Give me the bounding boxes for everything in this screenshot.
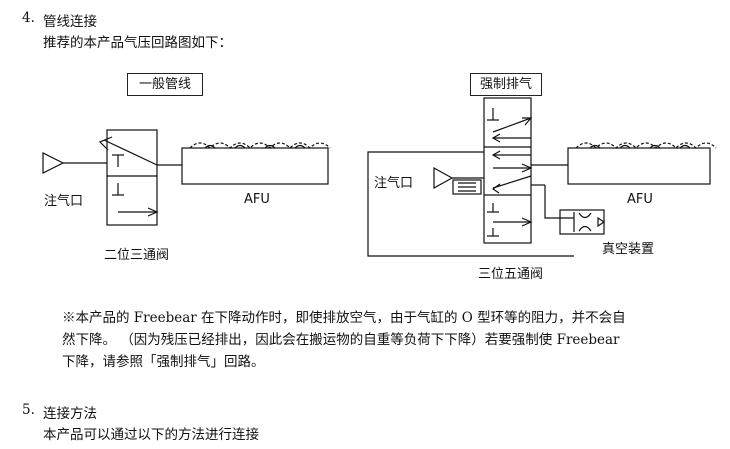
right-inlet-label: 注气口 bbox=[374, 176, 414, 191]
section-5-title: 连接方法 bbox=[43, 406, 97, 422]
vacuum-device-label: 真空装置 bbox=[602, 242, 655, 257]
forced-exhaust-label: 强制排气 bbox=[470, 73, 542, 96]
right-afu-label: AFU bbox=[627, 192, 653, 207]
general-piping-label: 一般管线 bbox=[127, 73, 203, 96]
section-4-title: 管线连接 bbox=[43, 14, 97, 30]
right-afu-body bbox=[567, 147, 711, 185]
section-4-number: 4. bbox=[22, 10, 35, 26]
left-afu-label: AFU bbox=[244, 192, 270, 207]
right-valve-body bbox=[483, 97, 532, 244]
right-valve-label: 三位五通阀 bbox=[478, 267, 544, 282]
note-line-2: 然下降。 （因为残压已经排出，因此会在搬运物的自重等负荷下下降）若要强制使 Fr… bbox=[62, 332, 620, 348]
note-line-1: ※本产品的 Freebear 在下降动作时，即使排放空气，由于气缸的 O 型环等… bbox=[62, 310, 626, 326]
left-valve-body bbox=[106, 129, 158, 226]
section-5-subtitle: 本产品可以通过以下的方法进行连接 bbox=[43, 427, 259, 443]
section-5-number: 5. bbox=[22, 402, 35, 418]
note-line-3: 下降，请参照「强制排气」回路。 bbox=[62, 354, 265, 370]
section-4-subtitle: 推荐的本产品气压回路图如下： bbox=[43, 35, 232, 51]
right-inlet-symbol bbox=[433, 166, 454, 190]
left-inlet-symbol bbox=[42, 152, 65, 174]
left-valve-label: 二位三通阀 bbox=[104, 248, 170, 263]
left-inlet-label: 注气口 bbox=[44, 194, 84, 209]
left-afu-body bbox=[181, 147, 329, 185]
